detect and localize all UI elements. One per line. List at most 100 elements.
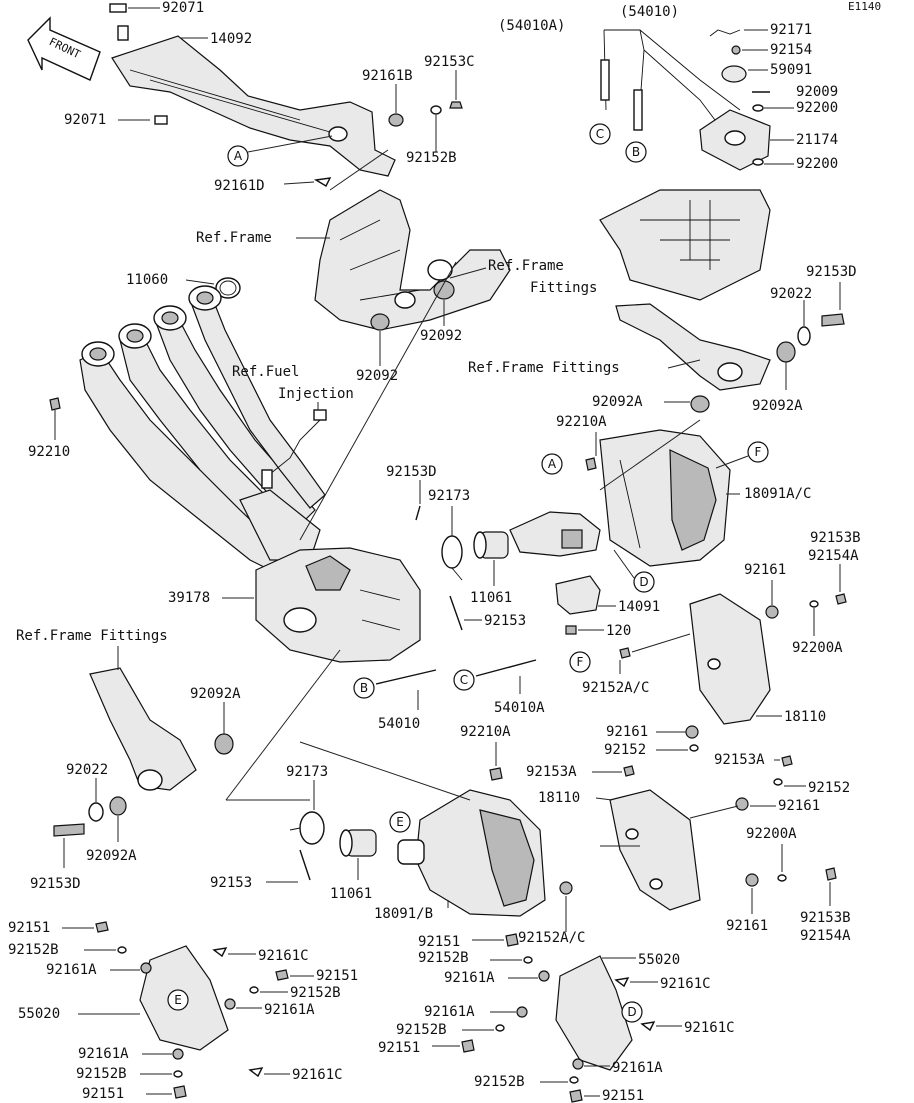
heat-cover-18110-top	[689, 593, 771, 725]
part-92152AC-top: 92152A/C	[582, 680, 649, 696]
washer-92152B-m3	[569, 1076, 579, 1084]
bushing-92092A-left2	[109, 796, 127, 816]
part-92161C-l1: 92161C	[258, 948, 309, 964]
svg-text:F: F	[577, 655, 584, 669]
svg-text:D: D	[639, 575, 648, 589]
part-92009: 92009	[796, 84, 838, 100]
part-92151-m2: 92151	[378, 1040, 420, 1056]
callout-F	[747, 441, 769, 463]
screw-92151-l3	[173, 1085, 187, 1099]
assembly-guide-line-5	[599, 419, 701, 491]
muffler-right	[599, 429, 731, 567]
part-18110-top: 18110	[784, 709, 826, 725]
washer-92152B-l3	[173, 1070, 183, 1078]
assembly-guide-line-3	[225, 649, 341, 801]
assembly-guide-line	[299, 261, 457, 541]
part-92022-r: 92022	[770, 286, 812, 302]
cover-59091	[721, 65, 747, 83]
ref-fuel-1: Ref.Fuel	[232, 364, 299, 380]
nut-92161A-m1	[538, 970, 550, 982]
washer-92152B-l2	[249, 986, 259, 994]
part-92161-r2: 92161	[606, 724, 648, 740]
assembly-guide-line-4	[299, 741, 471, 801]
callout-C-2	[453, 669, 475, 691]
svg-text:E: E	[396, 815, 404, 829]
ref-frame-fittings-left: Ref.Frame Fittings	[16, 628, 168, 644]
part-92153A-mid: 92153A	[526, 764, 577, 780]
bolt-92153B-low	[825, 867, 837, 881]
part-92092A-left: 92092A	[190, 686, 241, 702]
svg-text:B: B	[632, 145, 640, 159]
callout-B	[625, 141, 647, 163]
nut-92161B	[388, 113, 404, 127]
part-92161C-m1: 92161C	[660, 976, 711, 992]
part-92152B-m2: 92152B	[396, 1022, 447, 1038]
part-92200-b: 92200	[796, 156, 838, 172]
clamp-92171	[709, 29, 741, 37]
clip-92161D	[313, 177, 332, 187]
washer-92200-a	[752, 104, 764, 112]
clip-92161C-m1	[614, 977, 630, 988]
nut-92161-low	[745, 873, 759, 887]
pre-chamber-39178	[255, 547, 421, 663]
part-92151-l3: 92151	[82, 1086, 124, 1102]
nut-92161A-m2	[516, 1006, 528, 1018]
part-92161-r1: 92161	[744, 562, 786, 578]
part-59091: 59091	[770, 62, 812, 78]
part-18110-mid: 18110	[538, 790, 580, 806]
part-92154A-low: 92154A	[800, 928, 851, 944]
part-92200-a: 92200	[796, 100, 838, 116]
nut-92161-r2	[685, 725, 699, 739]
part-92161-low: 92161	[726, 918, 768, 934]
part-92200A-r: 92200A	[792, 640, 843, 656]
part-92153C: 92153C	[424, 54, 475, 70]
ref-fuel-2: Injection	[278, 386, 354, 402]
callout-E-2: E	[174, 993, 182, 1007]
part-92092-a: 92092	[420, 328, 462, 344]
part-92210A-mid: 92210A	[460, 724, 511, 740]
part-92153B-r: 92153B	[810, 530, 861, 546]
part-92153-low: 92153	[210, 875, 252, 891]
valve-cover-14091	[555, 575, 601, 615]
collar-92152AC-top	[619, 647, 631, 659]
washer-92152B-m1	[523, 956, 533, 964]
cable-end-54010A	[475, 659, 537, 677]
bolt-92153-low	[299, 849, 311, 881]
callout-A-2	[541, 453, 563, 475]
callout-A	[227, 145, 249, 167]
part-92092A-r: 92092A	[752, 398, 803, 414]
nut-92161A-m3	[572, 1058, 584, 1070]
part-92161C-l2: 92161C	[292, 1067, 343, 1083]
part-92152B-l1: 92152B	[8, 942, 59, 958]
part-92200A-low: 92200A	[746, 826, 797, 842]
part-92173-low: 92173	[286, 764, 328, 780]
part-92153B-low: 92153B	[800, 910, 851, 926]
part-92153-mid: 92153	[484, 613, 526, 629]
nut-92210A-mid	[489, 767, 503, 781]
svg-text:B: B	[360, 681, 368, 695]
nut-92161A-l3	[172, 1048, 184, 1060]
part-92071-top: 92071	[162, 0, 204, 16]
bolt-92153D-r	[821, 313, 845, 327]
part-92210A-top: 92210A	[556, 414, 607, 430]
diagram-code: E1140	[848, 0, 881, 13]
part-92154: 92154	[770, 42, 812, 58]
part-11061-low: 11061	[330, 886, 372, 902]
clamp-92173-top	[441, 535, 463, 581]
bolt-92153A-mid	[623, 765, 635, 777]
part-92151-m1: 92151	[418, 934, 460, 950]
callout-B-2	[353, 677, 375, 699]
part-92152B-l3: 92152B	[76, 1066, 127, 1082]
svg-text:C: C	[596, 127, 604, 141]
part-92151-l1: 92151	[8, 920, 50, 936]
washer-92200A-r	[809, 600, 819, 608]
washer-92022-left	[88, 802, 104, 822]
exhaust-header	[79, 285, 326, 581]
ref-frame-fittings-mid: Ref.Frame Fittings	[468, 360, 620, 376]
part-92161A-m3: 92161A	[612, 1060, 663, 1076]
part-11061-top: 11061	[470, 590, 512, 606]
part-92153D-mid: 92153D	[386, 464, 437, 480]
part-92154A-r: 92154A	[808, 548, 859, 564]
exhaust-valve-body	[509, 511, 601, 557]
callout-C	[589, 123, 611, 145]
